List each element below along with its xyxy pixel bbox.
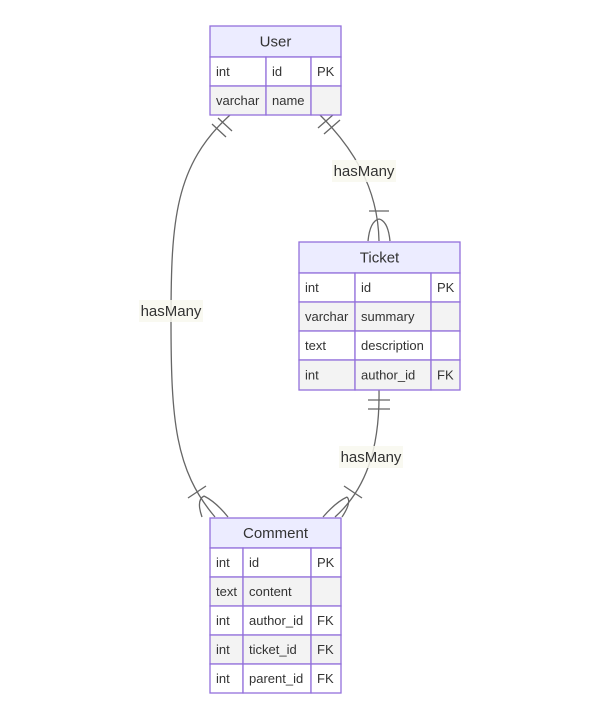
relationship-label: hasMany <box>139 300 203 322</box>
relationship-label: hasMany <box>332 160 396 182</box>
attribute-key-cell <box>430 359 461 391</box>
relationship-label-bg <box>339 446 403 468</box>
cardinality-one-mark <box>317 113 335 129</box>
attribute-row: int ticket_id FK <box>209 634 342 665</box>
attribute-key-cell <box>310 547 342 578</box>
attribute-name: ticket_id <box>249 642 297 657</box>
cardinality-crow-foot <box>322 496 348 518</box>
cardinality-one-mark <box>217 117 233 132</box>
attribute-key: FK <box>317 642 334 657</box>
attribute-type: int <box>216 671 230 686</box>
entity-user: User int id PK varchar name <box>209 25 342 116</box>
attribute-type: int <box>216 613 230 628</box>
cardinality-many-bar <box>343 485 363 499</box>
attribute-name-cell <box>265 85 312 116</box>
cardinality-crow-foot <box>341 496 350 518</box>
cardinality-one-mark <box>211 123 227 138</box>
attribute-key: PK <box>317 555 335 570</box>
relationship-label-text: hasMany <box>341 449 402 466</box>
attribute-name: author_id <box>249 613 303 628</box>
attribute-type: int <box>216 642 230 657</box>
attribute-key: PK <box>317 64 335 79</box>
attribute-key-cell <box>310 634 342 665</box>
attribute-key-cell <box>430 301 461 332</box>
cardinality-many-bar <box>187 485 207 499</box>
attribute-name: name <box>272 93 305 108</box>
attribute-row: int id PK <box>298 272 461 303</box>
entity-title: Comment <box>243 525 309 542</box>
attribute-type-cell <box>298 359 356 391</box>
cardinality-crow-foot <box>203 495 229 518</box>
attribute-name-cell <box>354 272 432 303</box>
attribute-row: int author_id FK <box>209 605 342 636</box>
entity-title: User <box>260 34 292 51</box>
attribute-name: parent_id <box>249 671 303 686</box>
attribute-type: int <box>216 64 230 79</box>
attribute-type: text <box>216 584 237 599</box>
entity-header <box>209 25 342 58</box>
attribute-key: FK <box>437 368 454 383</box>
attribute-row: varchar name <box>209 85 342 116</box>
attribute-type: int <box>305 368 319 383</box>
attribute-row: int id PK <box>209 547 342 578</box>
attribute-type: varchar <box>305 309 349 324</box>
relationship-label: hasMany <box>339 446 403 468</box>
entity-header <box>209 517 342 549</box>
attribute-type-cell <box>209 663 244 694</box>
cardinality-crow-foot <box>367 218 380 242</box>
attribute-name: id <box>249 555 259 570</box>
attribute-type-cell <box>298 301 356 332</box>
attribute-name: description <box>361 338 424 353</box>
attribute-type-cell <box>209 85 267 116</box>
attribute-name-cell <box>354 330 432 361</box>
attribute-name: id <box>272 64 282 79</box>
attribute-type: varchar <box>216 93 260 108</box>
attribute-row: int author_id FK <box>298 359 461 391</box>
attribute-key: PK <box>437 280 455 295</box>
attribute-row: text description <box>298 330 461 361</box>
attribute-key: FK <box>317 671 334 686</box>
attribute-key-cell <box>430 330 461 361</box>
attribute-name-cell <box>242 547 312 578</box>
attribute-type-cell <box>298 272 356 303</box>
cardinality-crow-foot <box>198 495 205 518</box>
attribute-type: text <box>305 338 326 353</box>
entity-title: Ticket <box>360 250 400 267</box>
cardinality-crow-foot <box>378 218 391 242</box>
attribute-name-cell <box>242 605 312 636</box>
attribute-type: int <box>305 280 319 295</box>
attribute-row: text content <box>209 576 342 607</box>
attribute-name: summary <box>361 309 415 324</box>
attribute-row: varchar summary <box>298 301 461 332</box>
attribute-key-cell <box>310 85 342 116</box>
attribute-name: id <box>361 280 371 295</box>
attribute-type-cell <box>209 605 244 636</box>
attribute-key-cell <box>310 576 342 607</box>
attribute-type-cell <box>209 634 244 665</box>
relationship-label-text: hasMany <box>141 303 202 320</box>
attribute-name: author_id <box>361 368 415 383</box>
relationship-label-bg <box>139 300 203 322</box>
attribute-key-cell <box>310 663 342 694</box>
attribute-key: FK <box>317 613 334 628</box>
attribute-type: int <box>216 555 230 570</box>
attribute-row: int id PK <box>209 56 342 87</box>
relationship-label-text: hasMany <box>334 163 395 180</box>
cardinality-one-mark <box>323 119 341 135</box>
attribute-name: content <box>249 584 292 599</box>
relationship-labels: hasMany hasMany hasMany <box>139 160 403 468</box>
attribute-row: int parent_id FK <box>209 663 342 694</box>
entity-header <box>298 241 461 274</box>
attribute-name-cell <box>354 359 432 391</box>
entity-ticket: Ticket int id PK varchar summary text descripti… <box>298 241 461 391</box>
relationship-label-bg <box>332 160 396 182</box>
